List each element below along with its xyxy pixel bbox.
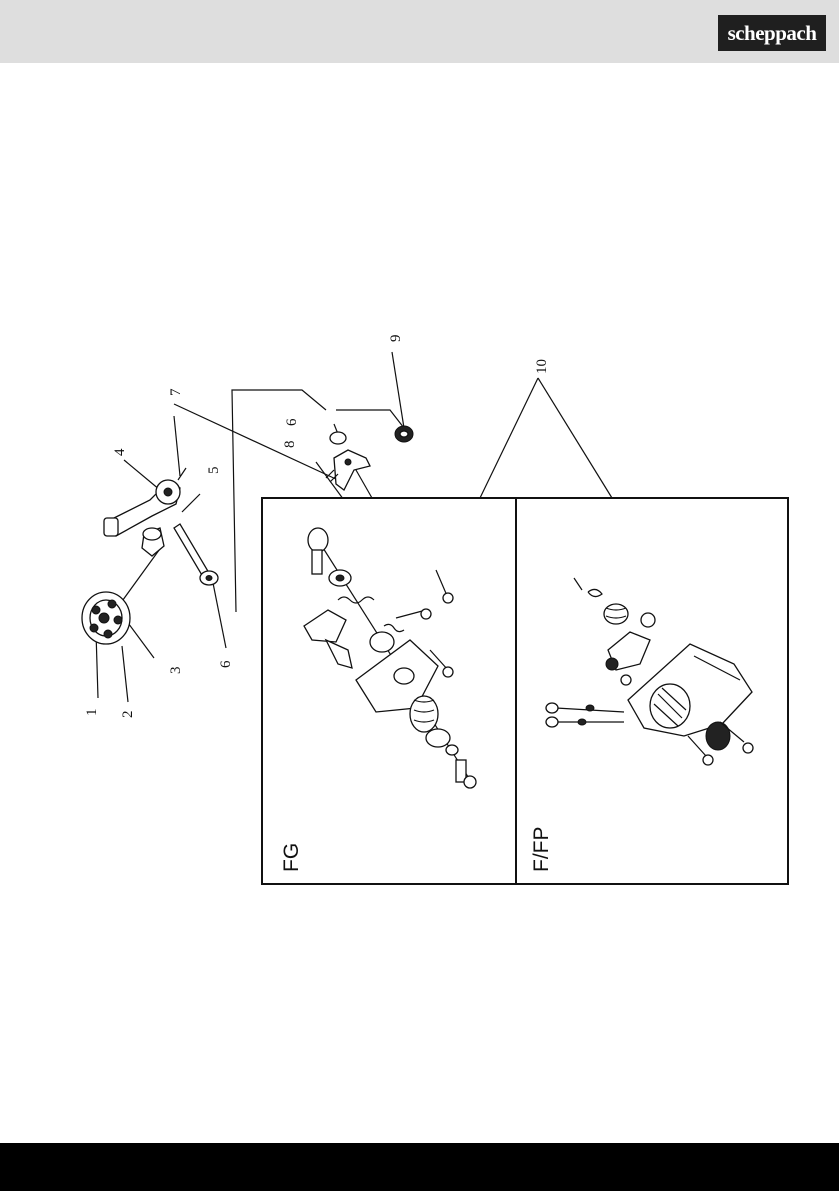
callout-9: 9 xyxy=(388,335,404,343)
bushing-part xyxy=(142,528,164,556)
callout-8: 8 xyxy=(282,441,298,449)
washer-part-2 xyxy=(330,432,346,444)
panel-title-ffp: F/FP xyxy=(530,827,553,873)
washer-part xyxy=(200,571,218,585)
callout-6-upper: 6 xyxy=(284,418,300,426)
callout-7: 7 xyxy=(168,388,184,396)
page-footer xyxy=(0,1143,839,1191)
nut-part xyxy=(395,426,413,442)
lever-arm-part xyxy=(104,480,180,536)
drive-wheel-part xyxy=(82,592,130,644)
callout-6-lower: 6 xyxy=(218,660,234,668)
callout-5: 5 xyxy=(206,467,222,475)
callout-1: 1 xyxy=(84,709,100,717)
callout-3: 3 xyxy=(168,667,184,675)
panel-title-fg: FG xyxy=(280,843,303,872)
callout-2: 2 xyxy=(120,711,136,719)
callout-10: 10 xyxy=(534,359,550,374)
callout-4: 4 xyxy=(112,448,128,456)
